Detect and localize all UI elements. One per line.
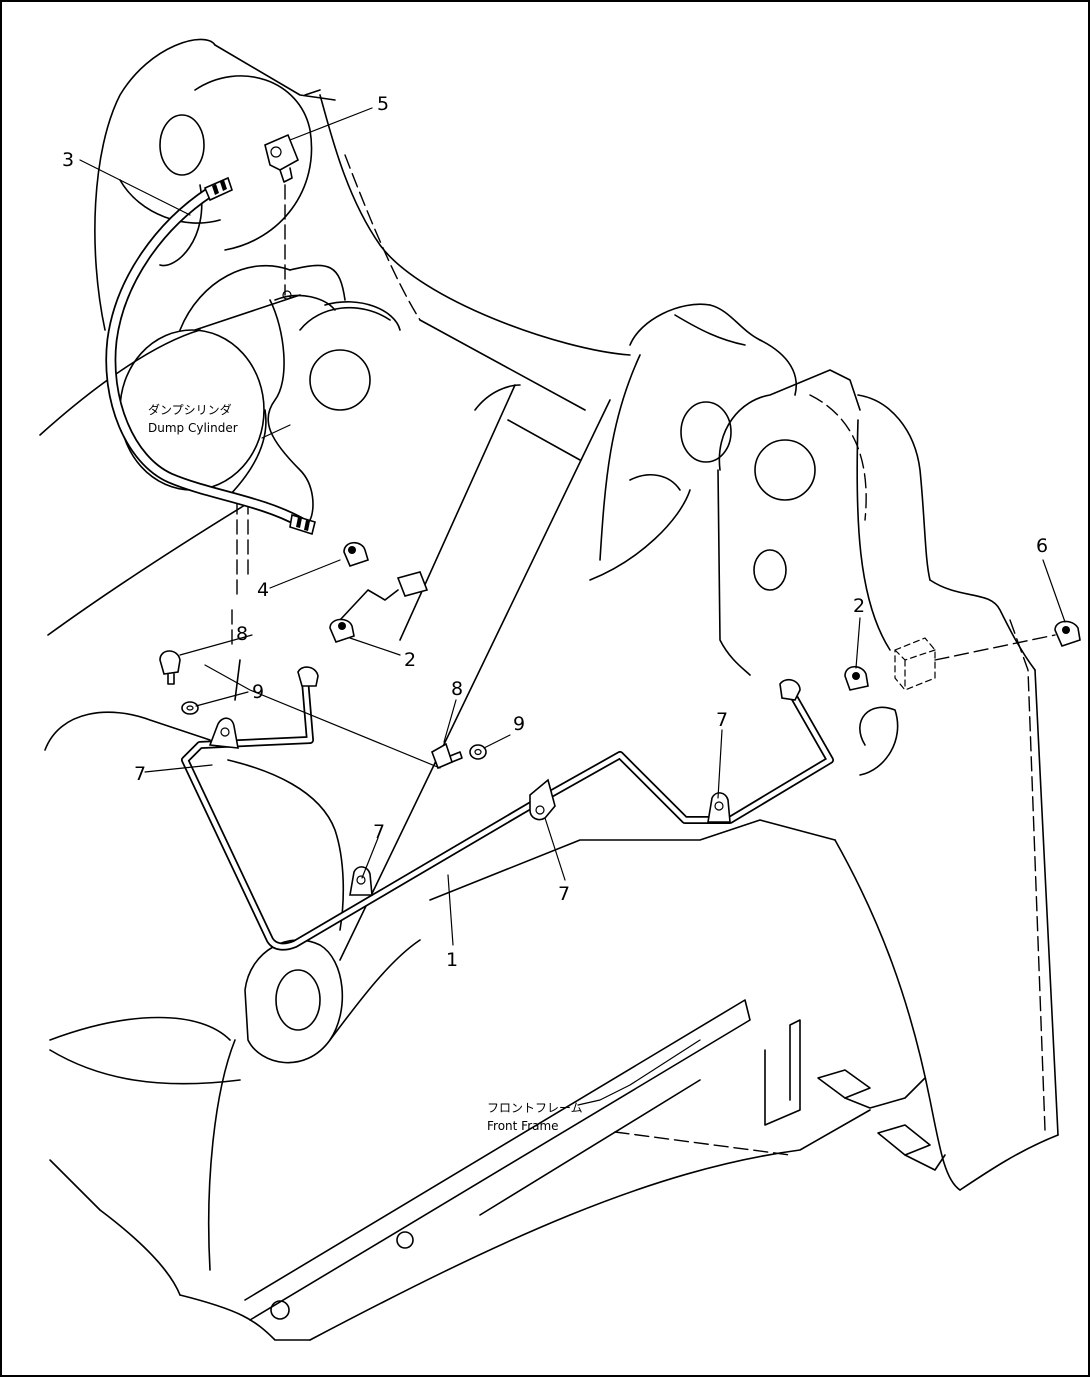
callout-2-right: 2 [853, 595, 865, 617]
front-frame-label-en: Front Frame [487, 1119, 559, 1133]
callout-7-left: 7 [134, 763, 146, 785]
callout-6: 6 [1036, 535, 1048, 557]
callout-2-left: 2 [404, 649, 416, 671]
callout-8-center: 8 [451, 678, 463, 700]
front-frame [44, 89, 1059, 1341]
callout-3: 3 [62, 149, 74, 171]
hose-assembly [105, 176, 316, 536]
callout-7-center: 7 [558, 883, 570, 905]
callout-7-center-left: 7 [373, 821, 385, 843]
front-frame-label-jp: フロントフレーム [487, 1101, 583, 1115]
callout-9-center: 9 [513, 713, 525, 735]
callout-8-left: 8 [236, 623, 248, 645]
component-labels: ダンプシリンダ Dump Cylinder フロントフレーム Front Fra… [148, 402, 583, 1133]
elbow-fitting [264, 133, 300, 300]
callout-1: 1 [446, 949, 458, 971]
callout-5: 5 [377, 93, 389, 115]
callout-9-left: 9 [252, 681, 264, 703]
tube-assembly [181, 666, 834, 951]
dump-cylinder-label-en: Dump Cylinder [148, 421, 238, 435]
callout-4: 4 [257, 579, 269, 601]
small-parts [159, 541, 1081, 776]
leader-lines [79, 107, 1066, 1106]
dump-cylinder-label-jp: ダンプシリンダ [148, 402, 232, 417]
hidden-lines [231, 154, 1056, 1156]
callout-7-right: 7 [716, 709, 728, 731]
part-callouts: 3 5 4 8 2 9 7 7 8 9 7 1 7 2 6 [62, 93, 1048, 971]
